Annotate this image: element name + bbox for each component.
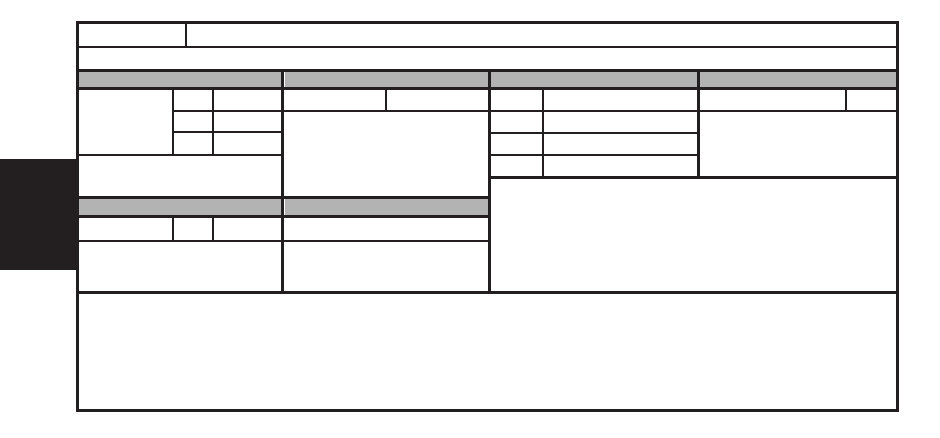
notes-field[interactable] xyxy=(79,294,896,409)
band-row-1-bottom xyxy=(79,87,896,90)
s1-vline-b xyxy=(212,90,214,154)
s1-main-field[interactable] xyxy=(79,90,172,154)
s1-hline-a xyxy=(174,110,281,112)
section-header-band-4 xyxy=(700,72,896,88)
right-large-field[interactable] xyxy=(491,179,896,291)
right-block-divider xyxy=(491,176,896,179)
s6-body-field[interactable] xyxy=(284,242,488,291)
s5-body-field[interactable] xyxy=(79,242,281,291)
form-title-cell[interactable] xyxy=(187,24,896,46)
s4-vline-a xyxy=(845,90,847,110)
s5-hline-a xyxy=(79,240,281,242)
s2-hline-a xyxy=(284,110,488,112)
column-divider-1-lower xyxy=(281,196,284,294)
s4-body-field[interactable] xyxy=(700,112,896,176)
s3-hline-c xyxy=(491,154,697,156)
form-code-cell[interactable] xyxy=(79,24,185,46)
subtitle-cell[interactable] xyxy=(79,48,896,69)
s5-vline-b xyxy=(212,218,214,240)
section-header-band-1 xyxy=(79,72,281,88)
s4-hline-a xyxy=(700,110,896,112)
notes-top-divider xyxy=(79,291,896,294)
s3-hline-a xyxy=(491,110,697,112)
s3-hline-b xyxy=(491,132,697,134)
title-divider xyxy=(185,24,187,46)
section-header-band-2 xyxy=(285,72,488,88)
column-divider-3 xyxy=(697,72,700,178)
section-header-band-5 xyxy=(79,199,281,215)
s2-vline-a xyxy=(385,90,387,110)
column-divider-1-upper xyxy=(281,72,284,198)
s2-body-field[interactable] xyxy=(284,112,488,196)
column-divider-2 xyxy=(488,72,491,294)
section-header-band-3 xyxy=(491,72,697,88)
band-row-2-bottom xyxy=(79,215,488,218)
side-tab xyxy=(0,159,79,270)
title-row-bottom xyxy=(79,46,896,48)
s6-hline-a xyxy=(284,240,488,242)
s1-vline-a xyxy=(172,90,174,154)
subtitle-row-bottom xyxy=(79,69,896,72)
s1-hline-b xyxy=(174,131,281,133)
section-header-band-6 xyxy=(285,199,488,215)
s1-remarks-field[interactable] xyxy=(79,156,281,196)
s5-vline-a xyxy=(172,218,174,240)
s1-hline-c xyxy=(79,154,281,156)
